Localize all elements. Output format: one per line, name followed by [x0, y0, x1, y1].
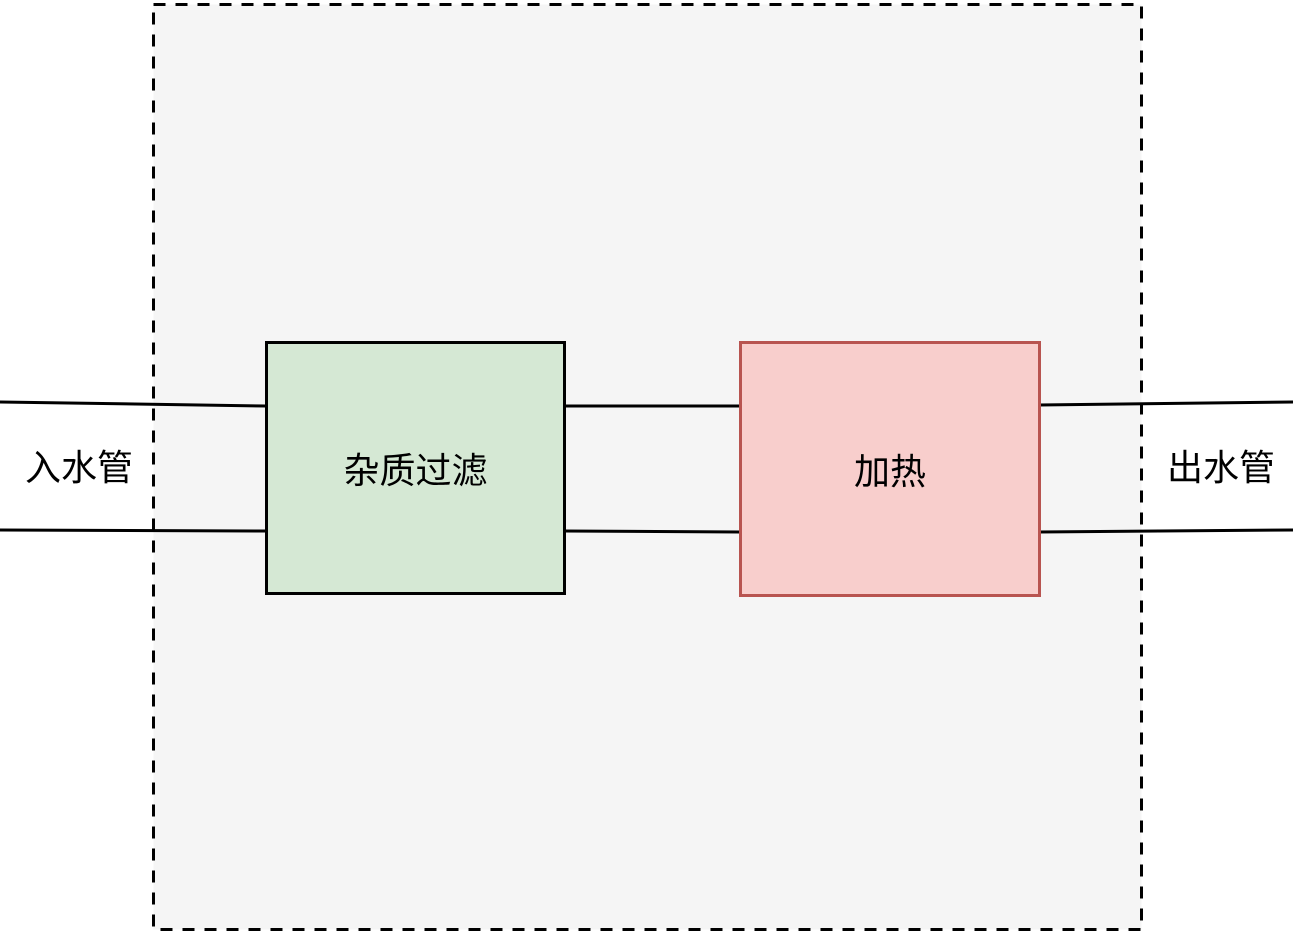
filter-node[interactable]: 杂质过滤 [265, 341, 566, 595]
inlet-pipe-bottom-line[interactable] [0, 528, 267, 533]
filter-to-heater-pipe-bottom-line[interactable] [563, 529, 741, 534]
filter-node-label: 杂质过滤 [343, 450, 488, 491]
outlet-pipe-bottom-line[interactable] [1038, 528, 1293, 534]
inlet-pipe-top-line[interactable] [0, 400, 267, 408]
inlet-pipe-label: 入水管 [25, 447, 134, 488]
heater-node-label: 加热 [853, 451, 926, 492]
outlet-pipe-label: 出水管 [1167, 447, 1276, 488]
outlet-pipe-top-line[interactable] [1038, 400, 1293, 407]
heater-node[interactable]: 加热 [739, 341, 1041, 597]
